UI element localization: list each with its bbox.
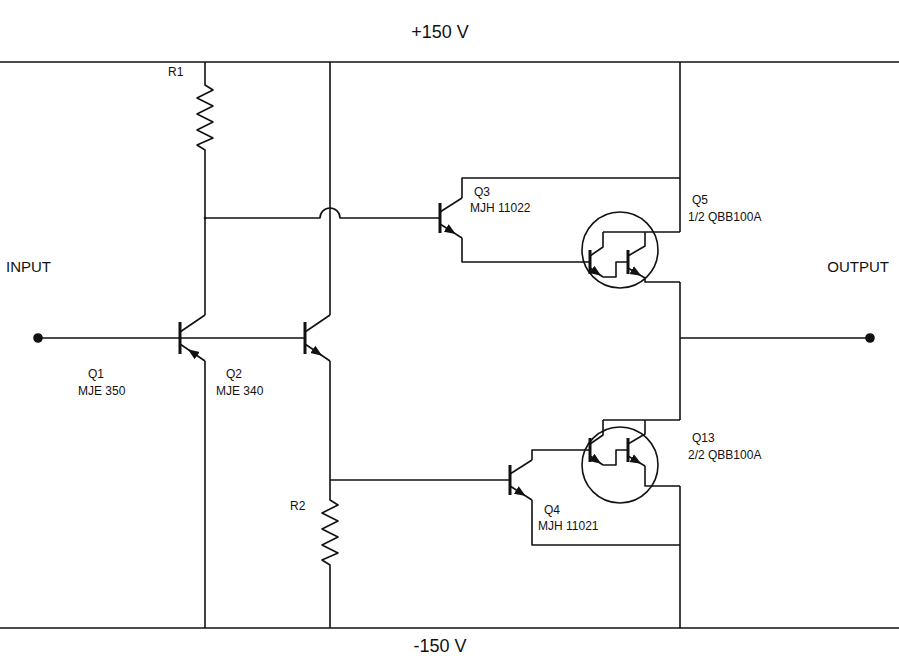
wire (329, 62, 331, 315)
junction (205, 218, 206, 219)
part-number: MJH 11022 (470, 202, 530, 216)
wire (679, 486, 681, 628)
transistor-symbol (305, 315, 330, 361)
wire (679, 62, 681, 232)
wire (329, 361, 331, 480)
part-name: R1 (168, 66, 183, 80)
signal-label: INPUT (6, 258, 51, 275)
transistor-symbol (180, 315, 205, 361)
part-name: Q1 (88, 368, 104, 382)
part-number: MJE 350 (78, 385, 125, 399)
terminal-dot (34, 334, 42, 342)
part-number: MJH 11021 (538, 520, 598, 534)
part-name: Q4 (544, 504, 560, 518)
wire (462, 238, 590, 262)
wire (532, 450, 590, 460)
wire (330, 479, 510, 481)
output-wire (680, 337, 870, 339)
part-name: Q2 (226, 368, 242, 382)
part-number: 1/2 QBB100A (688, 211, 761, 225)
wire (679, 282, 681, 420)
part-number: 2/2 QBB100A (688, 449, 761, 463)
wire (204, 361, 206, 628)
input-wire (38, 337, 305, 339)
supply-label: +150 V (411, 22, 469, 43)
signal-label: OUTPUT (827, 258, 889, 275)
resistor-symbol (322, 480, 338, 628)
supply-label: -150 V (413, 636, 466, 657)
positive-rail (0, 61, 899, 63)
transistor-symbol (510, 460, 532, 500)
resistor-symbol (197, 62, 213, 218)
part-number: MJE 340 (216, 385, 263, 399)
wire (532, 500, 680, 545)
transistor-symbol (440, 198, 462, 238)
wire (462, 178, 680, 198)
darlington-symbol (582, 212, 680, 288)
part-name: R2 (290, 500, 305, 514)
part-name: Q5 (692, 194, 708, 208)
part-name: Q13 (692, 432, 715, 446)
darlington-symbol (582, 420, 680, 503)
wire-crossover (205, 208, 440, 218)
terminal-dot (866, 334, 874, 342)
part-name: Q3 (474, 186, 490, 200)
wire (204, 218, 206, 315)
negative-rail (0, 627, 899, 629)
